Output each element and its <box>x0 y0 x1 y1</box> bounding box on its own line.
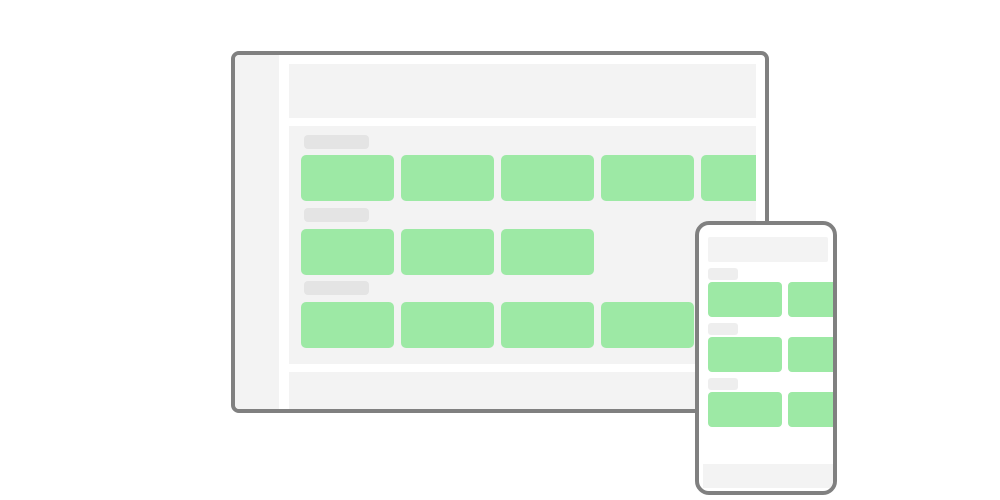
content-card-placeholder <box>301 229 394 275</box>
phone-section-3-label-placeholder <box>708 378 738 390</box>
content-card-placeholder <box>601 302 694 348</box>
phone-section-2-label-placeholder <box>708 323 738 335</box>
desktop-section-1-card-row <box>301 155 756 201</box>
phone-section-2-card-row <box>708 337 833 372</box>
desktop-section-3-label-placeholder <box>304 281 369 295</box>
content-card-placeholder <box>501 229 594 275</box>
desktop-section-1-label-placeholder <box>304 135 369 149</box>
phone-section-1-card-row <box>708 282 833 317</box>
desktop-section-2-label-placeholder <box>304 208 369 222</box>
phone-section-3-card-row <box>708 392 833 427</box>
desktop-footer-placeholder <box>289 372 756 409</box>
content-card-placeholder <box>788 392 833 427</box>
content-card-placeholder <box>601 155 694 201</box>
content-card-placeholder <box>301 302 394 348</box>
content-card-placeholder <box>708 392 782 427</box>
content-card-placeholder <box>788 282 833 317</box>
phone-screen-frame <box>695 221 837 495</box>
desktop-section-2-card-row <box>301 229 594 275</box>
content-card-placeholder <box>501 302 594 348</box>
phone-header-placeholder <box>708 237 828 262</box>
content-card-placeholder <box>708 337 782 372</box>
phone-section-1-label-placeholder <box>708 268 738 280</box>
content-card-placeholder <box>401 155 494 201</box>
desktop-section-3-card-row <box>301 302 694 348</box>
desktop-sidebar <box>235 55 279 409</box>
content-card-placeholder <box>788 337 833 372</box>
content-card-placeholder <box>708 282 782 317</box>
content-card-placeholder <box>501 155 594 201</box>
desktop-header-placeholder <box>289 64 756 118</box>
content-card-placeholder <box>401 302 494 348</box>
content-card-placeholder <box>301 155 394 201</box>
content-card-placeholder <box>401 229 494 275</box>
desktop-content-panel <box>289 126 756 364</box>
desktop-screen-frame <box>231 51 769 413</box>
phone-footer-placeholder <box>703 464 833 488</box>
content-card-placeholder <box>701 155 756 201</box>
